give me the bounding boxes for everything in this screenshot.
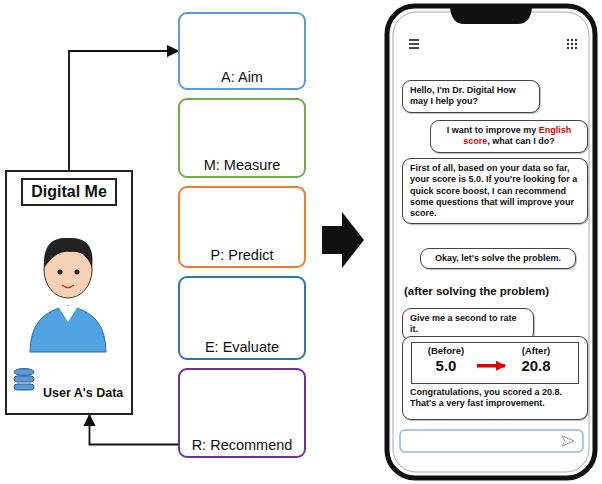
node-text: (After) xyxy=(507,345,565,357)
stage-box: E: Evaluate xyxy=(178,276,306,360)
node-text: 20.8 xyxy=(507,357,565,376)
node-text: User A's Data xyxy=(43,386,127,401)
score-box: (Before)5.0 xyxy=(417,345,475,380)
node-text: I want to improve my xyxy=(447,125,537,135)
node-text: Give me a second to rate it. xyxy=(410,313,526,336)
connector xyxy=(89,415,178,445)
person-figure xyxy=(30,238,106,352)
node-text: First of all, based on your data so far,… xyxy=(410,163,580,219)
stage-box: P: Predict xyxy=(178,186,306,268)
node-text: 5.0 xyxy=(417,357,475,376)
node-text: Congratulations, you scored a 20.8. That… xyxy=(410,387,580,410)
chat-bubble: First of all, based on your data so far,… xyxy=(402,158,588,224)
stage-box: R: Recommend xyxy=(178,368,306,458)
big-arrow xyxy=(322,212,364,268)
node-text: , what can I do? xyxy=(487,136,555,146)
node-text: R: Recommend xyxy=(180,437,304,453)
phone-frame xyxy=(387,6,595,478)
node-text: (Before) xyxy=(417,345,475,357)
profile-box: Digital Me User A's Data xyxy=(5,170,133,415)
connector xyxy=(69,51,178,170)
node-text: M: Measure xyxy=(180,157,304,173)
database-icon xyxy=(14,369,34,391)
node-text: Digital Me xyxy=(21,178,117,206)
node-text: P: Predict xyxy=(180,247,304,263)
connector xyxy=(477,364,505,368)
node-text: E: Evaluate xyxy=(180,339,304,355)
chat-bubble: Congratulations, you scored a 20.8. That… xyxy=(402,336,588,420)
node-text: A: Aim xyxy=(180,69,304,85)
score-box: (After)20.8 xyxy=(507,345,565,380)
chat-bubble: Hello, I'm Dr. Digital How may I help yo… xyxy=(402,80,540,113)
stage-box: M: Measure xyxy=(178,98,306,178)
node-text: Hello, I'm Dr. Digital How may I help yo… xyxy=(410,85,532,108)
step-note: (after solving the problem) xyxy=(404,285,588,297)
chat-bubble: I want to improve my English score, what… xyxy=(430,120,588,153)
chat-bubble: Okay, let's solve the problem. xyxy=(420,248,576,269)
stage-box: A: Aim xyxy=(178,12,306,90)
node-text: Okay, let's solve the problem. xyxy=(428,253,568,264)
